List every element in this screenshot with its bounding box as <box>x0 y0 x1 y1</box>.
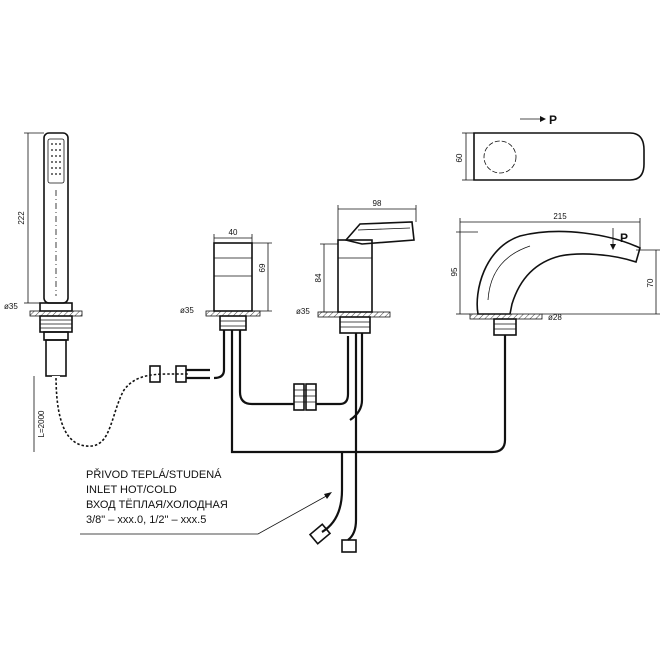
dim-valve-height: 69 <box>258 263 267 272</box>
dim-mixer-base: ø35 <box>296 307 310 316</box>
inlet-label: PŘIVOD TEPLÁ/STUDENÁ INLET HOT/COLD ВХОД… <box>80 468 332 535</box>
arrow-label-side-view: P <box>620 231 628 245</box>
dim-valve-base: ø35 <box>180 306 194 315</box>
dim-hose-length: L=2000 <box>37 410 46 437</box>
dim-spout-outlet: 70 <box>646 278 655 287</box>
dim-shower-base: ø35 <box>4 302 18 311</box>
shower-hose <box>52 365 210 451</box>
dim-mixer-height: 84 <box>314 273 323 282</box>
dim-mixer-width: 98 <box>373 199 382 208</box>
dim-spout-width: 215 <box>553 212 567 221</box>
hand-shower: 222 ø35 L=2000 <box>4 132 83 452</box>
spout-top-view: 60 P <box>455 113 645 181</box>
dim-shower-height: 222 <box>17 211 26 225</box>
lever-mixer: 98 84 ø35 <box>296 199 417 553</box>
arrow-label-top-view: P <box>549 113 557 127</box>
diverter-valve: 40 69 ø35 <box>180 228 332 454</box>
bath-spout: 215 95 70 ø28 P <box>332 212 660 454</box>
dim-spout-height: 95 <box>450 267 459 276</box>
dim-valve-width: 40 <box>229 228 238 237</box>
inlet-label-line-4: 3/8" – xxx.0, 1/2" – xxx.5 <box>86 514 206 526</box>
dim-top-view-depth: 60 <box>455 153 464 162</box>
inlet-label-line-3: ВХОД ТЁПЛАЯ/ХОЛОДНАЯ <box>86 499 228 511</box>
inlet-label-line-1: PŘIVOD TEPLÁ/STUDENÁ <box>86 468 222 481</box>
inlet-label-line-2: INLET HOT/COLD <box>86 484 177 496</box>
dim-spout-base: ø28 <box>548 313 562 322</box>
pipe-connector <box>293 336 350 411</box>
